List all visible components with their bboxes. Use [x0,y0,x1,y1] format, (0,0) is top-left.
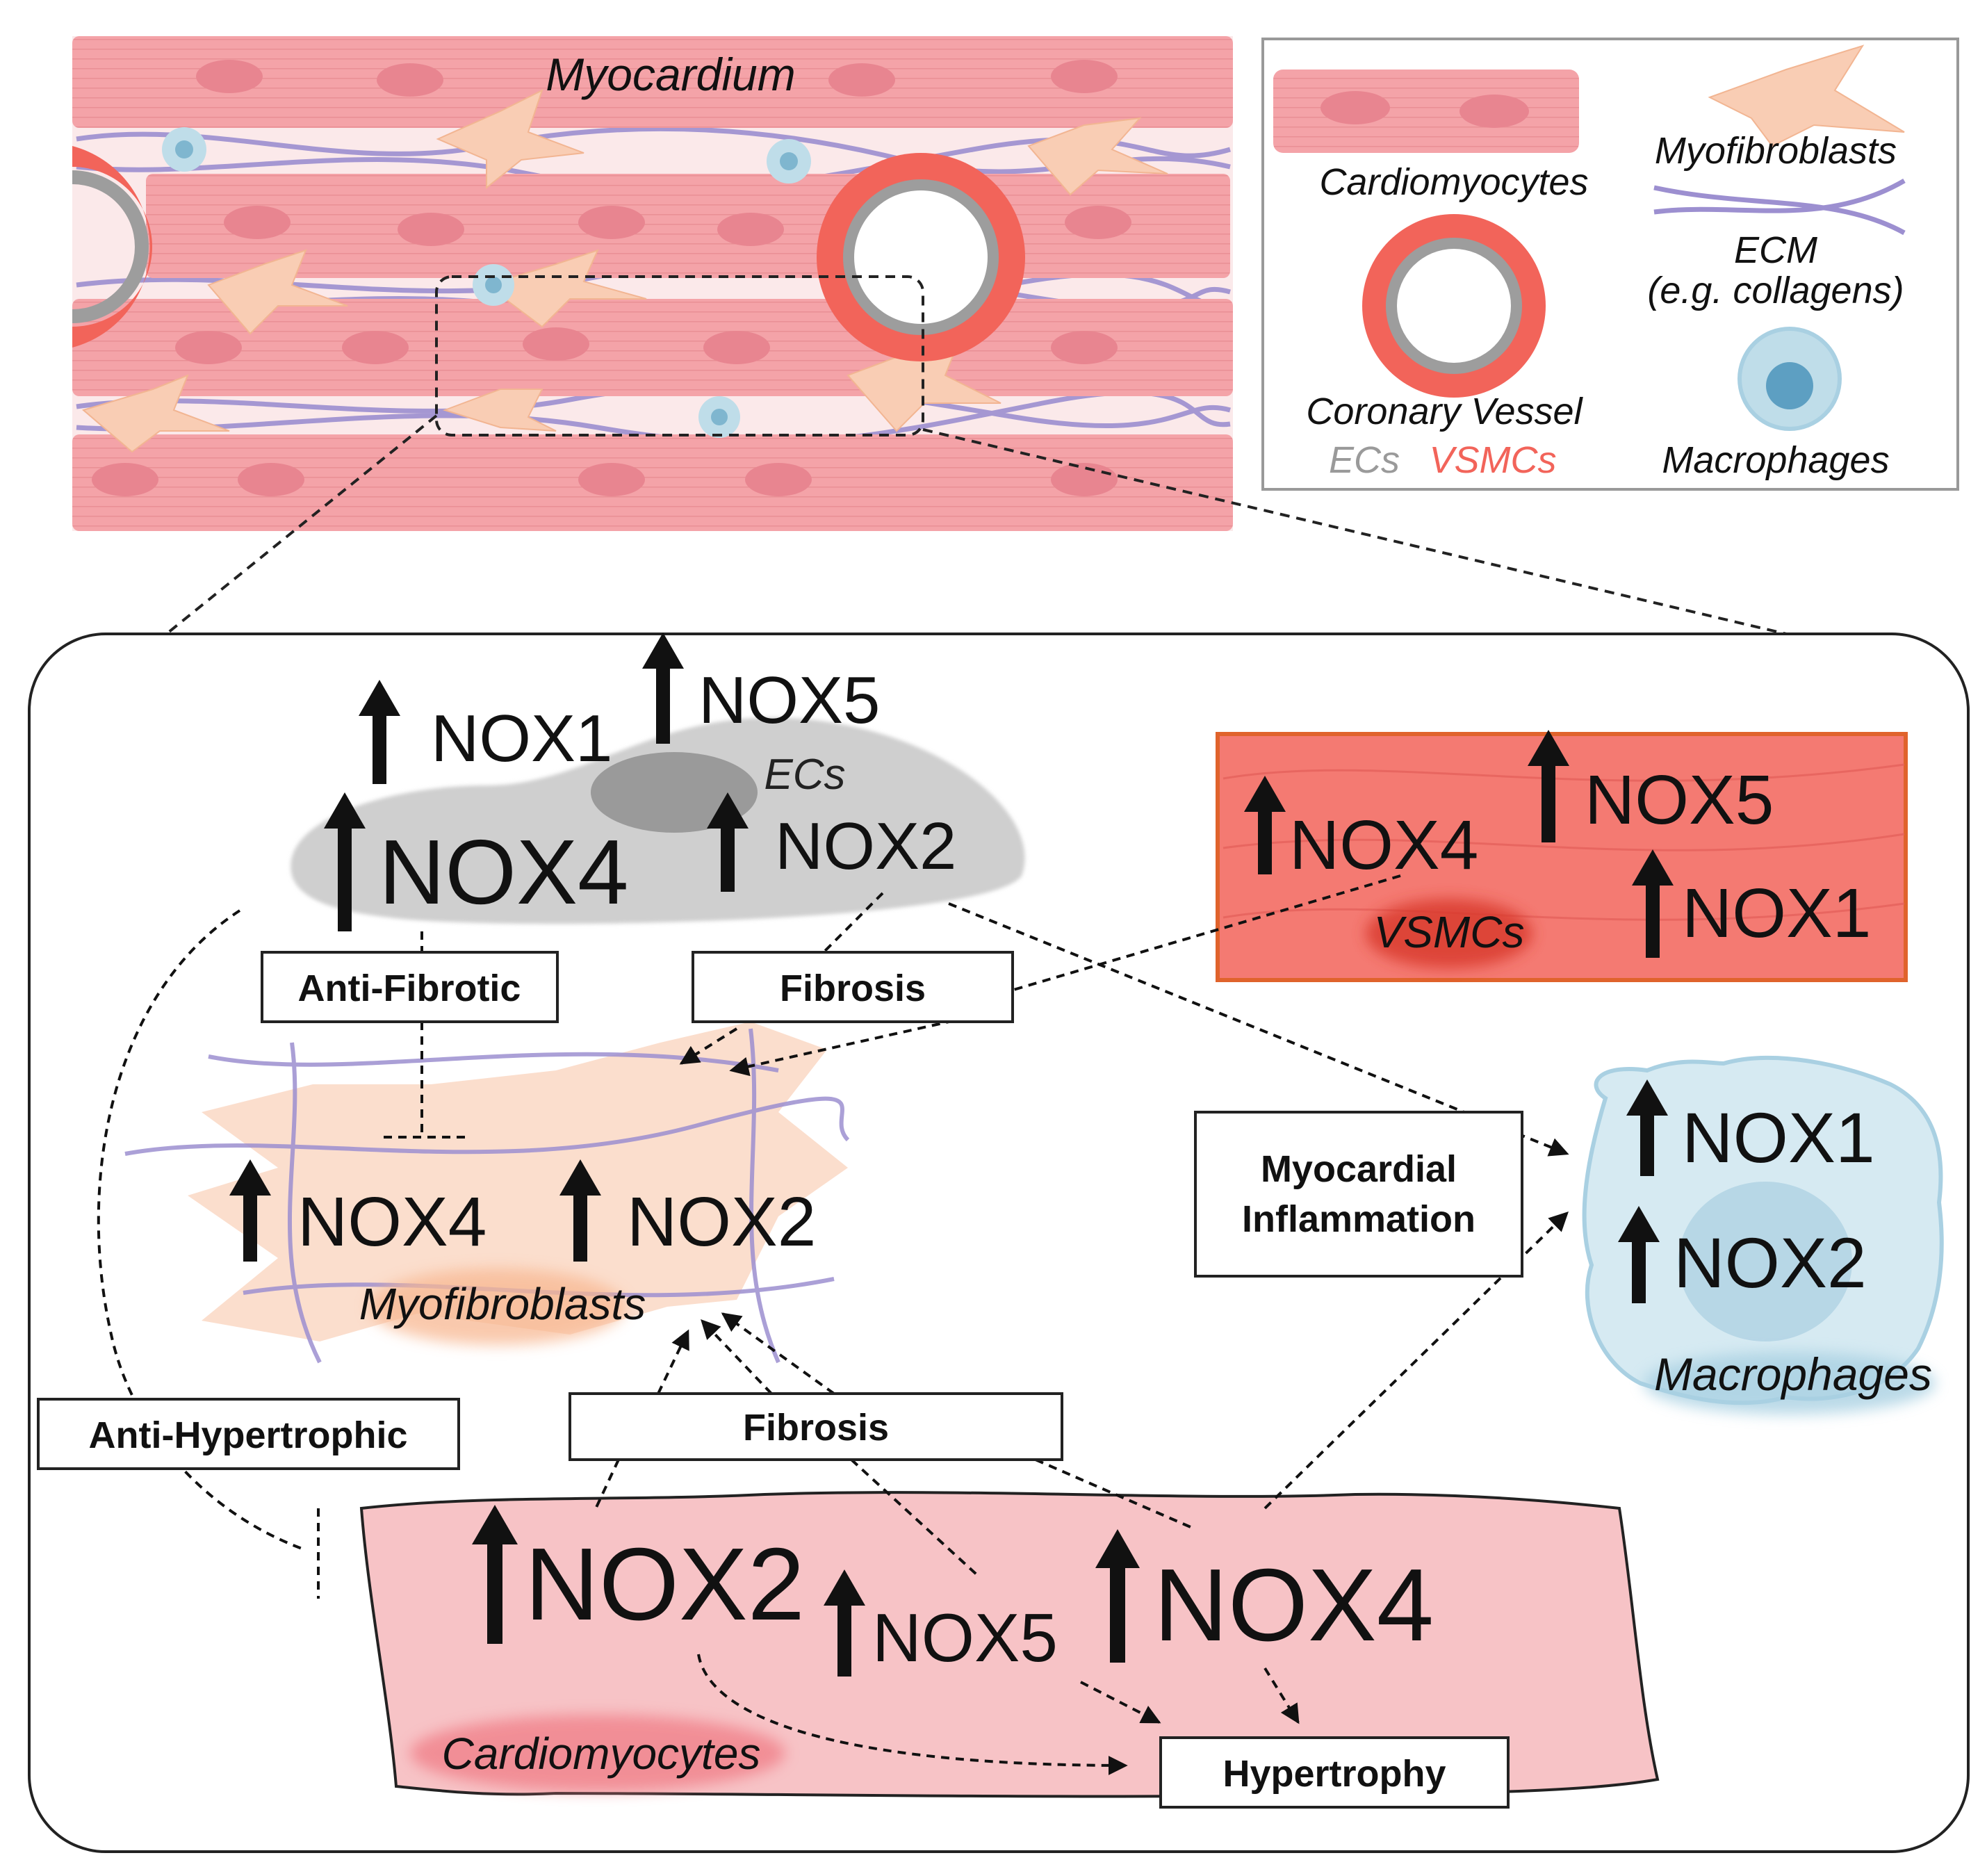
legend-myofibroblasts-label: Myofibroblasts [1655,130,1897,172]
fibrosis-bottom-label: Fibrosis [743,1407,889,1449]
legend: Cardiomyocytes Myofibroblasts ECM (e.g. … [1261,38,1959,491]
macrophage-nox1: NOX1 [1682,1098,1875,1177]
legend-cardiomyocytes-label: Cardiomyocytes [1319,161,1588,203]
legend-vsmcs-label: VSMCs [1429,439,1556,481]
cardiomyocyte-cell: Cardiomyocytes NOX2 NOX5 NOX4 [359,1491,1660,1798]
myocardium-macrophages [162,127,811,438]
myocardium-coronary-vessel-left [72,146,153,348]
myocardial-label: Myocardial [1261,1148,1457,1190]
macrophage-label: Macrophages [1654,1348,1932,1400]
myofibroblast-cell: Myofibroblasts NOX4 NOX2 [124,1022,850,1364]
legend-ecm-icon [1653,178,1906,236]
macrophage-up-arrows [1618,1079,1668,1303]
box-fibrosis-bottom: Fibrosis [569,1392,1063,1461]
legend-ecm-label: ECM [1734,229,1817,271]
ec-nox2: NOX2 [775,809,956,883]
ec-nox4: NOX4 [379,821,628,923]
ec-nox5: NOX5 [698,663,880,737]
legend-macrophage-icon [1737,327,1842,431]
inflammation-label: Inflammation [1242,1198,1475,1240]
legend-macrophages-label: Macrophages [1662,439,1889,481]
anti-fibrotic-label: Anti-Fibrotic [298,968,521,1009]
legend-coronary-vessel-label: Coronary Vessel [1306,391,1583,432]
fibrosis-top-label: Fibrosis [780,968,926,1009]
cardiomyocyte-nox2: NOX2 [525,1527,805,1642]
vsmc-nox5: NOX5 [1585,761,1774,839]
box-hypertrophy: Hypertrophy [1159,1736,1510,1809]
legend-ecm-sublabel: (e.g. collagens) [1647,270,1904,311]
myofibroblast-up-arrows [229,1159,601,1262]
legend-cardiomyocyte-icon [1273,70,1579,153]
cardiomyocyte-nox4: NOX4 [1154,1548,1434,1663]
vsmc-nox1: NOX1 [1682,874,1871,952]
legend-myofibroblast-icon [1708,44,1905,147]
cardiomyocyte-label: Cardiomyocytes [442,1729,761,1779]
box-myocardial-inflammation: Myocardial Inflammation [1194,1111,1523,1278]
ec-nox1: NOX1 [431,701,612,776]
anti-hypertrophic-label: Anti-Hypertrophic [89,1414,408,1456]
box-anti-fibrotic: Anti-Fibrotic [261,951,559,1023]
ec-cell: ECs NOX1 NOX5 NOX4 NOX2 [291,633,1025,931]
hypertrophy-label: Hypertrophy [1223,1753,1446,1795]
myocardium-coronary-vessel-right [817,153,1025,361]
myocardium-label: Myocardium [546,49,795,100]
cardiomyocyte-up-arrows [472,1505,1140,1677]
myocardium-tissue: Myocardium [72,36,1233,531]
cardiomyocyte-nox5: NOX5 [872,1599,1058,1676]
vsmc-cell: VSMCs NOX4 NOX5 NOX1 [1216,730,1908,982]
macrophage-cell: Macrophages NOX1 NOX2 [1582,1056,1944,1414]
ec-up-arrows [324,633,749,931]
zoom-region-box [435,275,924,437]
vsmc-up-arrows [1244,730,1674,958]
macrophage-nox2: NOX2 [1674,1223,1867,1303]
myofibroblast-nox2: NOX2 [627,1183,816,1261]
myofibroblast-label: Myofibroblasts [359,1279,646,1329]
box-anti-hypertrophic: Anti-Hypertrophic [37,1398,460,1470]
myocardium-myofibroblasts [81,89,1168,453]
legend-coronary-vessel-icon [1362,214,1546,398]
myofibroblast-nox4: NOX4 [297,1183,486,1261]
ec-label: ECs [764,751,845,799]
box-fibrosis-top: Fibrosis [692,951,1014,1023]
vsmc-nox4: NOX4 [1289,806,1478,884]
legend-ecs-label: ECs [1329,439,1400,481]
vsmc-label: VSMCs [1374,907,1525,957]
